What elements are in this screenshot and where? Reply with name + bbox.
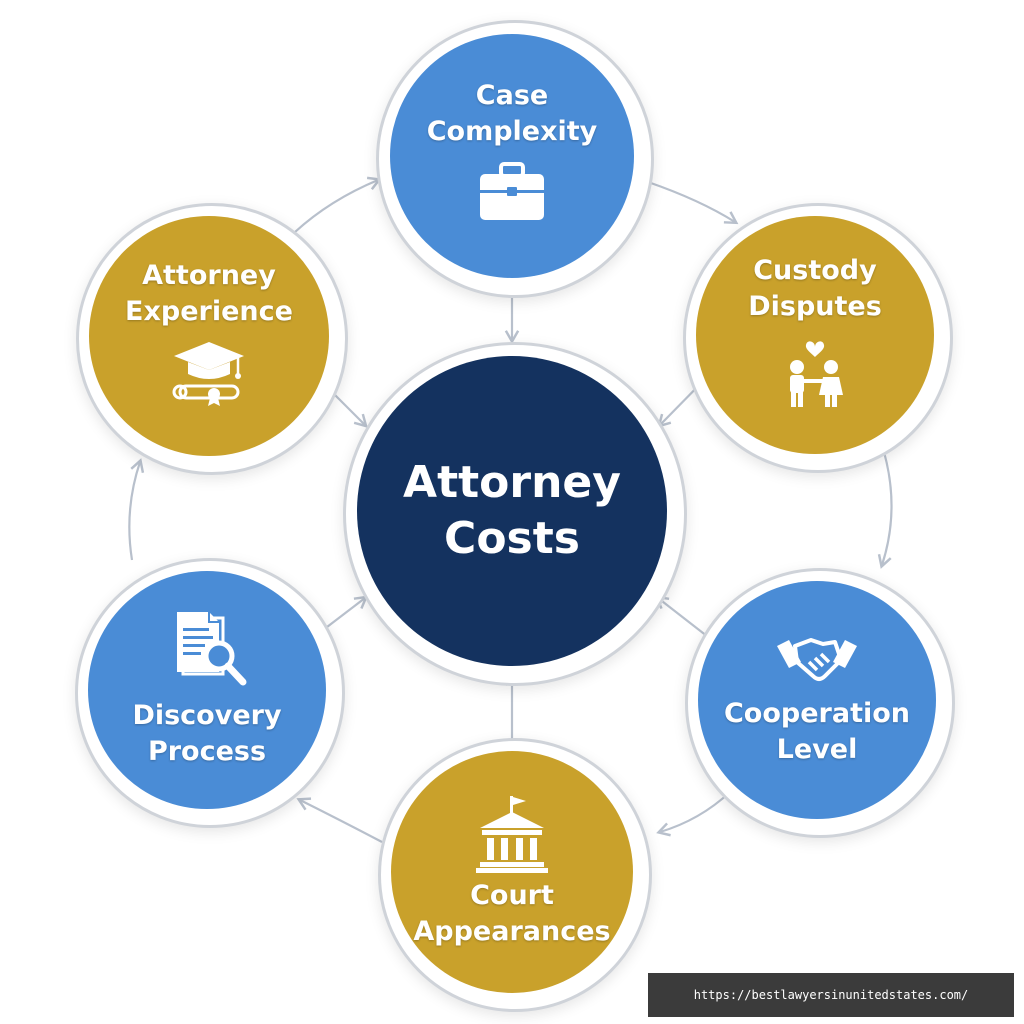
attorney-experience-label: Attorney Experience [125,258,293,330]
cooperation-level-label: Cooperation Level [724,696,910,768]
case-complexity-line2: Complexity [426,116,598,147]
arrow-discovery-to-experience [128,458,145,561]
cooperation-level-line1: Cooperation [723,698,911,729]
discovery-process-node: Discovery Process [88,571,326,809]
court-appearances-line2: Appearances [413,916,611,947]
discovery-process-label: Discovery Process [132,698,281,770]
court-appearances-node: Court Appearances [391,751,633,993]
children-heart-icon [790,341,843,407]
courthouse-icon [476,796,548,873]
discovery-process-line1: Discovery [132,700,282,731]
handshake-icon [777,638,857,681]
briefcase-icon [480,162,544,220]
arrow-cooperation-to-court [656,791,731,837]
arrow-custody-to-cooperation [877,451,893,569]
case-complexity-label: Case Complexity [427,78,598,150]
custody-disputes-label: Custody Disputes [748,253,882,325]
attorney-experience-line1: Attorney [142,260,276,291]
custody-disputes-node: Custody Disputes [696,216,934,454]
arrow-court-to-discovery [296,797,383,843]
watermark-url: https://bestlawyersinunitedstates.com/ [648,973,1014,1017]
center-node: Attorney Costs [357,356,667,666]
document-search-icon [177,612,247,686]
court-appearances-label: Court Appearances [413,878,610,950]
discovery-process-line2: Process [147,736,267,767]
center-title-line2: Costs [444,513,580,564]
court-appearances-line1: Court [470,880,554,911]
arrow-complexity-to-custody [647,180,739,225]
case-complexity-line1: Case [475,80,549,111]
center-title: Attorney Costs [403,455,621,567]
attorney-experience-node: Attorney Experience [89,216,329,456]
case-complexity-node: Case Complexity [390,34,634,278]
attorney-experience-line2: Experience [125,296,293,327]
center-title-line1: Attorney [403,457,621,508]
cooperation-level-node: Cooperation Level [698,581,936,819]
graduation-cap-diploma-icon [172,342,244,406]
arrow-experience-to-complexity [294,176,382,233]
cooperation-level-line2: Level [776,734,858,765]
custody-disputes-line1: Custody [753,255,877,286]
custody-disputes-line2: Disputes [748,291,882,322]
